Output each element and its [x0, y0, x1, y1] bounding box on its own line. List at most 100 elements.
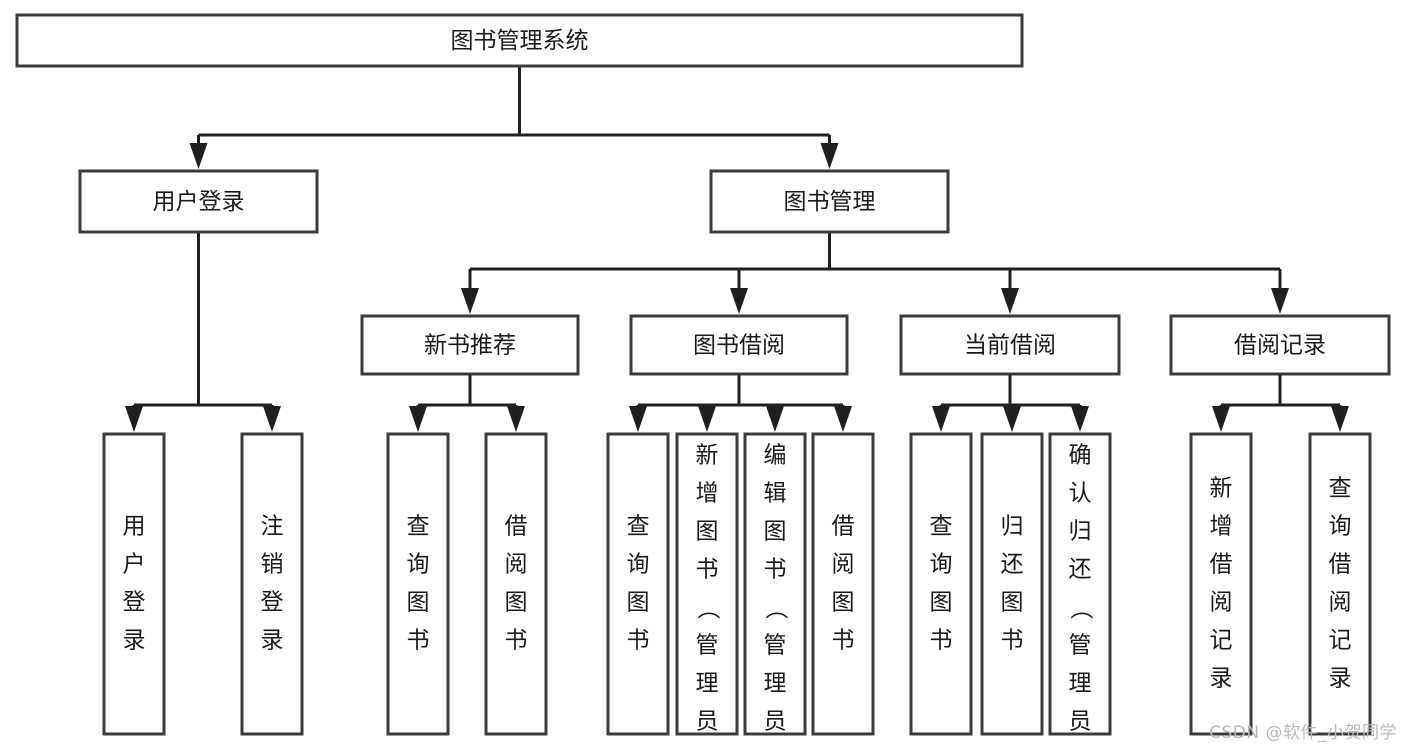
node-label-char: 图: [696, 519, 719, 545]
arrow-head-icon: [1071, 406, 1089, 432]
node-label-char: 理: [1069, 671, 1092, 697]
node-book-management[interactable]: 图书管理: [709, 169, 950, 234]
node-label-char: 增: [696, 481, 719, 507]
node-label-char: 书: [505, 628, 528, 654]
node-label-char: 登: [123, 590, 146, 616]
arrow-head-icon: [730, 288, 748, 314]
arrow-head-icon: [1331, 406, 1349, 432]
node-label-char: 录: [1329, 666, 1352, 692]
node-label-char: 图: [1001, 590, 1024, 616]
connector-group-book-management: [461, 232, 1289, 314]
node-label-char: 询: [407, 552, 430, 578]
node-label-char: 图: [407, 590, 430, 616]
node-box[interactable]: [909, 432, 973, 736]
connector-group-book-borrow: [629, 374, 852, 432]
node-box[interactable]: [484, 432, 548, 736]
node-box[interactable]: [1308, 432, 1372, 736]
arrow-head-icon: [834, 406, 852, 432]
node-current-borrow[interactable]: 当前借阅: [899, 314, 1121, 376]
connector-group-borrow-record: [1212, 374, 1349, 432]
node-label-char: 录: [123, 628, 146, 654]
arrow-head-icon: [1271, 288, 1289, 314]
nodes-layer: 图书管理系统用户登录图书管理新书推荐图书借阅当前借阅借阅记录用户登录注销登录查询…: [15, 13, 1391, 747]
arrow-head-icon: [1212, 406, 1230, 432]
node-user-login[interactable]: 用户登录: [78, 169, 319, 234]
node-box[interactable]: [102, 432, 166, 736]
node-label-char: （: [763, 597, 789, 620]
node-borrow-record[interactable]: 借阅记录: [1169, 314, 1391, 376]
node-box[interactable]: [360, 314, 580, 376]
node-label-char: 登: [261, 590, 284, 616]
node-label-char: （: [1068, 597, 1094, 620]
node-box[interactable]: [1169, 314, 1391, 376]
node-box[interactable]: [980, 432, 1044, 736]
node-label-char: 阅: [1210, 590, 1233, 616]
node-box[interactable]: [1189, 432, 1253, 736]
node-label-char: 阅: [1329, 590, 1352, 616]
node-label-char: 记: [1210, 628, 1233, 654]
node-box[interactable]: [811, 432, 875, 736]
connector-group-user-login: [125, 232, 281, 432]
arrow-head-icon: [263, 406, 281, 432]
node-label-char: 阅: [832, 552, 855, 578]
node-label-char: 新: [1210, 476, 1233, 502]
arrow-head-icon: [1003, 406, 1021, 432]
node-label-char: 还: [1069, 557, 1092, 583]
node-label-char: 归: [1069, 519, 1092, 545]
connector-group-new-book-recommend: [409, 374, 525, 432]
node-box[interactable]: [709, 169, 950, 234]
node-label-char: 辑: [764, 481, 787, 507]
arrow-head-icon: [125, 406, 143, 432]
node-label-char: 书: [1001, 628, 1024, 654]
node-label-char: 查: [1329, 476, 1352, 502]
node-box[interactable]: [15, 13, 1024, 68]
connectors-layer: [125, 66, 1349, 432]
node-box[interactable]: [606, 432, 670, 736]
node-new-book-recommend[interactable]: 新书推荐: [360, 314, 580, 376]
node-label-char: 借: [832, 514, 855, 540]
node-box[interactable]: [675, 432, 739, 736]
arrow-head-icon: [1001, 288, 1019, 314]
node-label-char: 管: [1069, 633, 1092, 659]
node-label-char: 询: [1329, 514, 1352, 540]
node-label: 当前借阅: [964, 333, 1056, 359]
node-leaf-user-login[interactable]: 用户登录: [102, 432, 166, 736]
node-label-char: 借: [1210, 552, 1233, 578]
node-box[interactable]: [899, 314, 1121, 376]
node-box[interactable]: [78, 169, 319, 234]
node-root[interactable]: 图书管理系统: [15, 13, 1024, 68]
node-label-char: 录: [1210, 666, 1233, 692]
node-box[interactable]: [1048, 432, 1112, 736]
node-box[interactable]: [743, 432, 807, 736]
node-label-char: 新: [696, 443, 719, 469]
connector-group-root: [189, 66, 839, 169]
node-book-borrow[interactable]: 图书借阅: [629, 314, 849, 376]
watermark-text: CSDN @软件_小贺同学: [1209, 723, 1397, 743]
node-box[interactable]: [629, 314, 849, 376]
node-label-char: 注: [261, 514, 284, 540]
node-box[interactable]: [240, 432, 304, 736]
node-label-char: 员: [1069, 709, 1092, 735]
node-box[interactable]: [386, 432, 450, 736]
node-label-char: 确: [1069, 443, 1092, 469]
node-label-char: 录: [261, 628, 284, 654]
node-label-char: 用: [123, 514, 146, 540]
node-label-char: 查: [627, 514, 650, 540]
arrow-head-icon: [932, 406, 950, 432]
node-label-char: 员: [696, 709, 719, 735]
node-label-char: （: [695, 597, 721, 620]
